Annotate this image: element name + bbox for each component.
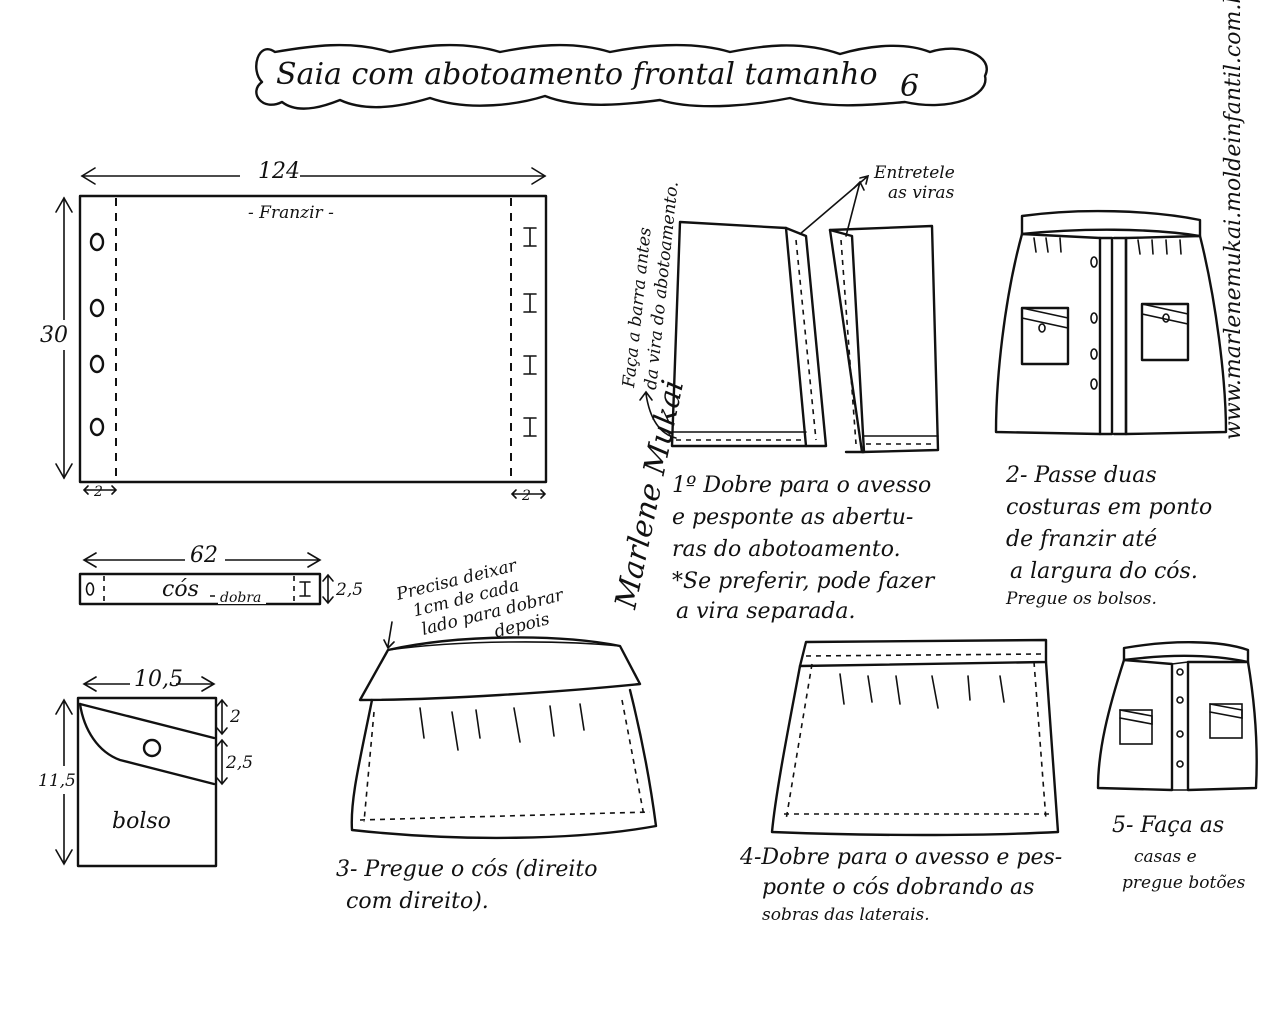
step5-left-pocket bbox=[1119, 709, 1153, 745]
buttonhole-icon bbox=[523, 417, 537, 437]
step1-hem-arrow bbox=[639, 390, 677, 439]
button-mark-icon bbox=[89, 298, 105, 318]
step5-button-icon bbox=[1176, 696, 1184, 704]
svg-text:2- Passe duas: 2- Passe duas bbox=[1005, 463, 1157, 488]
button-mark-icon bbox=[89, 354, 105, 374]
step3-illustration bbox=[350, 621, 658, 840]
step2-right-panel bbox=[1124, 234, 1228, 436]
step5-right-panel bbox=[1186, 660, 1258, 792]
title-size: 6 bbox=[900, 69, 919, 104]
panel-gather-label: - Franzir - bbox=[248, 203, 334, 223]
waistband-fold-label: dobra bbox=[220, 590, 261, 606]
waistband-outline bbox=[78, 572, 322, 606]
step5-text: 5- Faça as casas e pregue botões bbox=[1112, 813, 1246, 893]
buttonhole-icon bbox=[523, 293, 537, 313]
pocket-width-label: 10,5 bbox=[134, 667, 183, 692]
pocket-flap-top-label: 2 bbox=[229, 707, 241, 727]
step4-waistband bbox=[798, 638, 1048, 668]
panel-margin-left-label: 2 bbox=[93, 484, 103, 500]
svg-text:costuras em ponto: costuras em ponto bbox=[1006, 495, 1212, 520]
step3-note: Precisa deixar 1cm de cada lado para dob… bbox=[393, 555, 566, 642]
pocket-pattern: 10,5 bolso 11,5 2 2,5 bbox=[36, 667, 253, 868]
step5-waistband bbox=[1122, 641, 1250, 664]
step2-left-pocket bbox=[1020, 306, 1070, 366]
buttonhole-icon bbox=[523, 227, 537, 247]
step5-button-icon bbox=[1176, 760, 1184, 768]
step2-left-panel bbox=[994, 232, 1102, 436]
pocket-flap-top bbox=[78, 702, 216, 740]
buttonhole-marks bbox=[523, 227, 537, 437]
step1-side-note: Faça a barra antes da vira do abotoament… bbox=[619, 180, 683, 390]
step1-text: 1º Dobre para o avesso e pesponte as abe… bbox=[672, 473, 936, 624]
step5-left-panel bbox=[1096, 658, 1174, 792]
svg-text:as viras: as viras bbox=[888, 183, 955, 203]
step2-right-pocket bbox=[1140, 302, 1190, 362]
pocket-flap-lower-label: 2,5 bbox=[225, 753, 253, 773]
pocket-button-icon bbox=[142, 738, 162, 758]
waistband-height-label: 2,5 bbox=[335, 580, 363, 600]
svg-text:Pregue os bolsos.: Pregue os bolsos. bbox=[1005, 589, 1157, 609]
step1-callout-text: Entretele as viras bbox=[873, 163, 955, 203]
svg-text:*Se preferir, pode fazer: *Se preferir, pode fazer bbox=[672, 569, 936, 594]
svg-text:sobras das laterais.: sobras das laterais. bbox=[762, 905, 930, 925]
step1-left-panel bbox=[670, 220, 808, 448]
waistband-pattern: 62 cós dobra 2,5 bbox=[78, 543, 363, 606]
step3-waistband bbox=[358, 636, 642, 702]
svg-text:ponte o cós dobrando as: ponte o cós dobrando as bbox=[762, 875, 1034, 900]
pocket-outline bbox=[76, 696, 218, 868]
buttonhole-icon bbox=[523, 355, 537, 375]
pocket-flap-curve bbox=[78, 702, 216, 786]
skirt-panel-pattern: 124 30 - Franzir - 2 2 bbox=[36, 159, 548, 504]
svg-text:de franzir até: de franzir até bbox=[1006, 527, 1157, 552]
waistband-label: cós bbox=[162, 577, 199, 602]
step4-skirt-body bbox=[770, 660, 1060, 837]
title-text: Saia com abotoamento frontal tamanho bbox=[276, 57, 878, 92]
waistband-height-arrow bbox=[322, 573, 334, 605]
waistband-width-label: 62 bbox=[190, 543, 218, 568]
step2-text: 2- Passe duas costuras em ponto de franz… bbox=[1005, 463, 1212, 609]
svg-text:3- Pregue o cós (direito: 3- Pregue o cós (direito bbox=[336, 857, 597, 882]
svg-text:ras do abotoamento.: ras do abotoamento. bbox=[672, 537, 901, 562]
step3-skirt-body bbox=[350, 688, 658, 840]
step5-button-icon bbox=[1176, 668, 1184, 676]
panel-width-label: 124 bbox=[258, 159, 300, 184]
svg-text:5- Faça as: 5- Faça as bbox=[1112, 813, 1224, 838]
title-cloud-outline bbox=[255, 43, 988, 110]
step5-right-pocket bbox=[1209, 703, 1243, 739]
svg-text:4-Dobre para o avesso e pes-: 4-Dobre para o avesso e pes- bbox=[739, 845, 1062, 870]
step1-left-facing bbox=[784, 226, 828, 448]
step1-illustration bbox=[639, 174, 940, 454]
step2-waist-gather bbox=[1020, 209, 1202, 238]
step2-illustration bbox=[994, 209, 1228, 436]
pocket-label: bolso bbox=[112, 809, 171, 834]
svg-text:1º Dobre para o avesso: 1º Dobre para o avesso bbox=[672, 473, 931, 498]
svg-text:pregue botões: pregue botões bbox=[1122, 873, 1246, 893]
website-text: www.marlenemukai.moldeinfantil.com.br bbox=[1221, 0, 1246, 440]
step1-right-facing bbox=[828, 228, 866, 454]
button-mark-icon bbox=[89, 232, 105, 252]
step4-illustration bbox=[770, 638, 1060, 837]
step1-right-panel bbox=[828, 224, 940, 454]
panel-margin-right-label: 2 bbox=[521, 488, 531, 504]
panel-outline bbox=[78, 194, 548, 484]
step4-text: 4-Dobre para o avesso e pes- ponte o cós… bbox=[739, 845, 1062, 925]
pocket-height-label: 11,5 bbox=[38, 771, 76, 791]
svg-text:a largura do cós.: a largura do cós. bbox=[1010, 559, 1198, 584]
svg-text:a vira separada.: a vira separada. bbox=[676, 599, 856, 624]
svg-text:e pesponte as abertu-: e pesponte as abertu- bbox=[672, 505, 913, 530]
svg-text:casas e: casas e bbox=[1134, 847, 1197, 867]
button-mark-icon bbox=[89, 417, 105, 437]
step5-button-icon bbox=[1176, 730, 1184, 738]
panel-height-label: 30 bbox=[40, 323, 68, 348]
svg-text:com direito).: com direito). bbox=[346, 889, 489, 914]
svg-text:Entretele: Entretele bbox=[873, 163, 955, 183]
step3-text: 3- Pregue o cós (direito com direito). bbox=[336, 857, 597, 914]
step5-illustration bbox=[1096, 641, 1258, 792]
title-banner: Saia com abotoamento frontal tamanho 6 bbox=[255, 43, 988, 110]
